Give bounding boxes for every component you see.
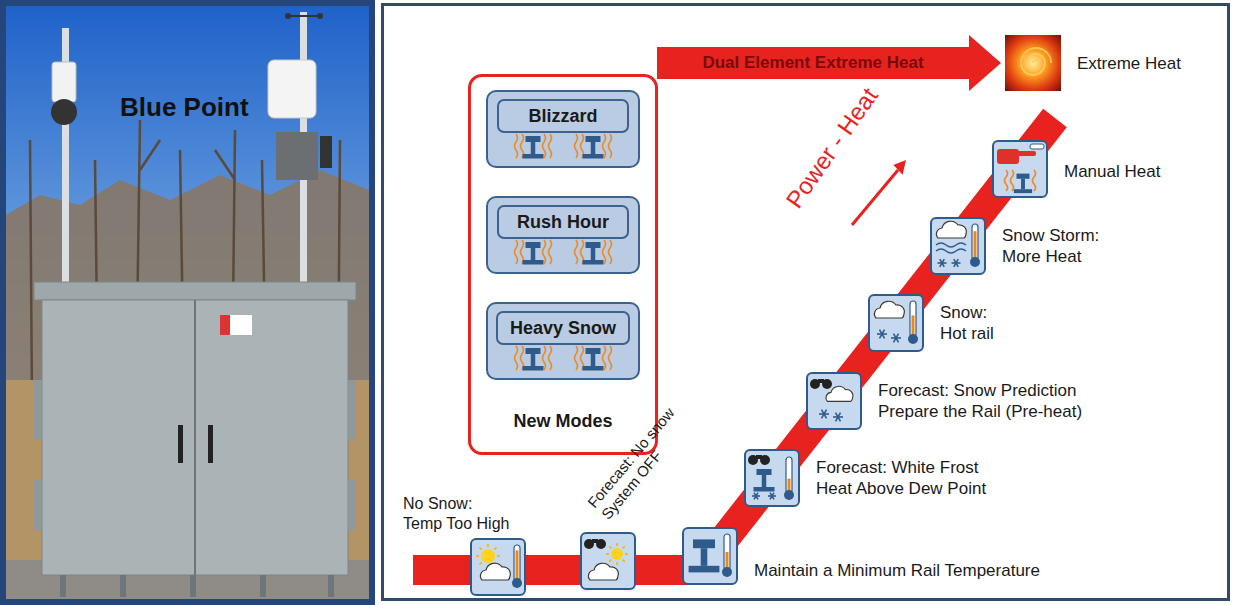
- frost-forecast-icon: Forecast: White FrostHeat Above Dew Poin…: [744, 449, 800, 507]
- rail-temp-icon: Maintain a Minimum Rail Temperature: [682, 527, 738, 585]
- mode-icon: [868, 294, 924, 352]
- extreme-heat-icon: Extreme Heat: [1005, 35, 1061, 91]
- step-label: Maintain a Minimum Rail Temperature: [754, 560, 1040, 581]
- heater-symbol: [488, 343, 638, 375]
- no-snow-forecast-icon: Forecast: No snowSystem OFF: [580, 532, 636, 590]
- label-block: Forecast: Snow PredictionPrepare the Rai…: [878, 380, 1082, 422]
- mode-icon: [682, 527, 738, 585]
- label-block: No Snow:Temp Too High: [403, 494, 509, 534]
- mode-label: Blizzard: [497, 99, 629, 133]
- mode-icon: [930, 217, 986, 275]
- label-block: Maintain a Minimum Rail Temperature: [754, 560, 1040, 581]
- heater-symbol: [488, 237, 638, 269]
- step-label: Forecast: Snow Prediction: [878, 380, 1082, 401]
- snow-icon: Snow:Hot rail: [868, 294, 924, 352]
- arrow-label: Dual Element Extreme Heat: [702, 53, 923, 73]
- label-block: Snow Storm:More Heat: [1002, 225, 1099, 267]
- mode-box: Blizzard: [486, 90, 640, 168]
- group-title: New Modes: [471, 411, 655, 432]
- no-snow-icon: No Snow:Temp Too High: [470, 538, 526, 596]
- step-label: Manual Heat: [1064, 161, 1160, 182]
- mode-label: Rush Hour: [497, 205, 629, 239]
- mode-icon: [580, 532, 636, 590]
- manual-heat-icon: Manual Heat: [992, 140, 1048, 198]
- block-arrow: [657, 35, 1001, 91]
- label-block: Extreme Heat: [1077, 53, 1181, 74]
- mode-box: Rush Hour: [486, 196, 640, 274]
- step-label: More Heat: [1002, 246, 1099, 267]
- label-block: Snow:Hot rail: [940, 302, 994, 344]
- label-block: Manual Heat: [1064, 161, 1160, 182]
- modes-group: New Modes BlizzardRush HourHeavy Snow: [468, 74, 658, 455]
- mode-icon: [992, 140, 1048, 198]
- axis-label: Power - Heat: [780, 83, 883, 214]
- step-label: Snow Storm:: [1002, 225, 1099, 246]
- heater-symbol: [488, 131, 638, 163]
- step-label: Heat Above Dew Point: [816, 478, 986, 499]
- step-label: Prepare the Rail (Pre-heat): [878, 401, 1082, 422]
- snow-forecast-icon: Forecast: Snow PredictionPrepare the Rai…: [806, 372, 862, 430]
- step-label: Extreme Heat: [1077, 53, 1181, 74]
- cabinet-photo: [0, 0, 375, 605]
- mode-label: Heavy Snow: [496, 311, 630, 345]
- mode-icon: [744, 449, 800, 507]
- step-label: Hot rail: [940, 323, 994, 344]
- mode-icon: [806, 372, 862, 430]
- snow-storm-icon: Snow Storm:More Heat: [930, 217, 986, 275]
- step-label: Snow:: [940, 302, 994, 323]
- step-label: Temp Too High: [403, 514, 509, 534]
- step-label: Forecast: White Frost: [816, 457, 986, 478]
- mode-icon: [470, 538, 526, 596]
- mode-icon: [1005, 35, 1061, 91]
- site-name: Blue Point: [120, 92, 249, 123]
- label-block: Forecast: White FrostHeat Above Dew Poin…: [816, 457, 986, 499]
- step-label: No Snow:: [403, 494, 509, 514]
- mode-box: Heavy Snow: [486, 302, 640, 380]
